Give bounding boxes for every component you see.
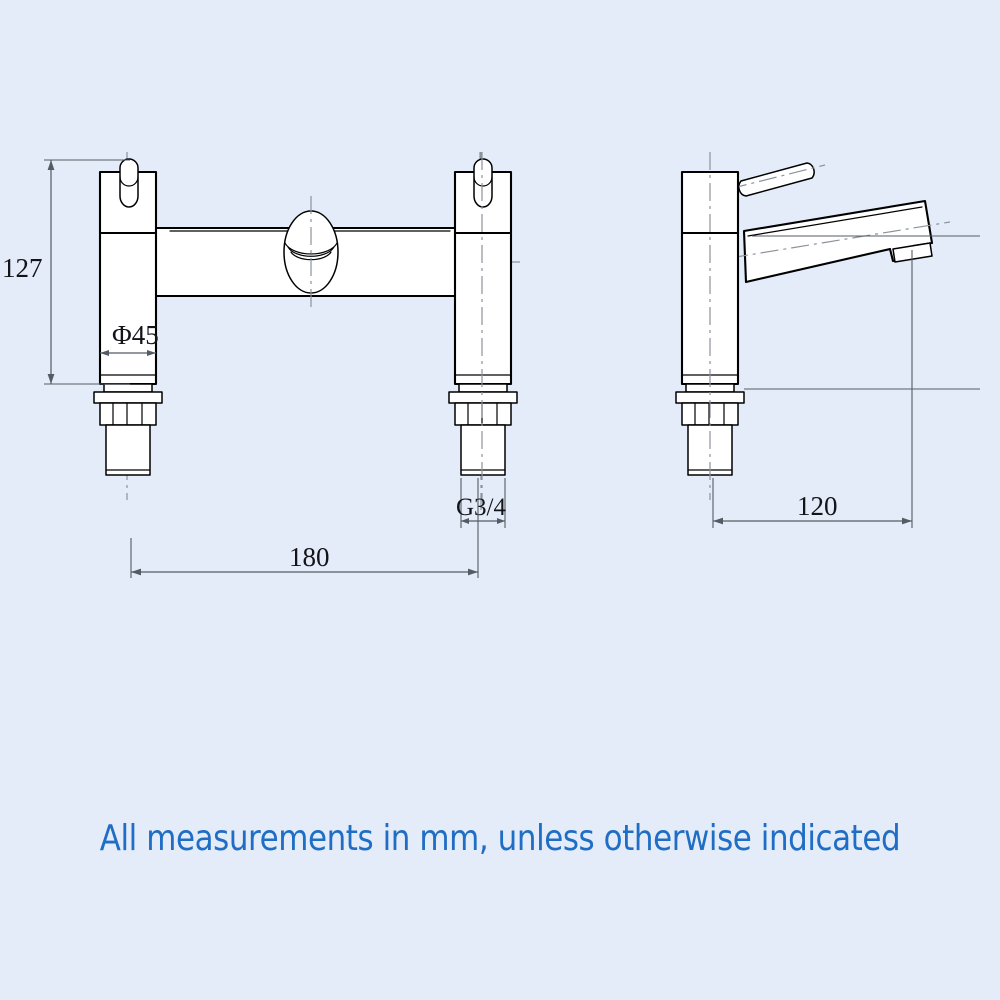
- height-dimension-group: 127: [2, 159, 130, 385]
- left-flange-washer: [93, 391, 163, 404]
- projection-arrow-right: [902, 517, 912, 525]
- side-elevation-view: 120: [675, 152, 980, 528]
- spread-dimension-group: 180: [130, 478, 479, 578]
- right-flange-washer: [448, 391, 518, 404]
- right-lock-nut: [454, 402, 512, 426]
- left-handle-button-seam: [119, 176, 139, 187]
- front-elevation-view: 127 Φ45 G3/4: [2, 152, 520, 578]
- thread-arrow-right: [497, 518, 505, 524]
- height-arrow-top: [47, 160, 55, 170]
- left-lock-nut: [99, 402, 157, 426]
- right-threaded-tail: [460, 424, 506, 476]
- side-spout-top-edge: [747, 206, 923, 237]
- left-threaded-tail: [105, 424, 151, 476]
- spread-label: 180: [289, 542, 330, 572]
- thread-arrow-left: [461, 518, 469, 524]
- aerator-mid-ring: [287, 246, 335, 257]
- projection-arrow-left: [713, 517, 723, 525]
- body-diameter-dimension-group: Φ45: [100, 320, 159, 356]
- diameter-arrow-left: [100, 350, 109, 356]
- body-diameter-label: Φ45: [112, 320, 159, 350]
- thread-dimension-group: G3/4: [456, 478, 507, 528]
- side-lever-handle: [738, 162, 815, 197]
- side-spout-axis: [729, 221, 951, 259]
- right-shank-collar: [458, 383, 508, 393]
- projection-dimension-group: 120: [712, 250, 913, 528]
- right-handle-button-seam: [473, 176, 493, 187]
- diameter-arrow-right: [147, 350, 156, 356]
- side-spout-arm: [742, 199, 934, 284]
- height-dimension-label: 127: [2, 253, 43, 283]
- spread-arrow-left: [131, 568, 141, 576]
- projection-label: 120: [797, 491, 838, 521]
- right-handle-button: [473, 158, 493, 208]
- side-lever-axis: [728, 164, 826, 190]
- thread-size-label: G3/4: [456, 494, 507, 521]
- measurement-units-caption: All measurements in mm, unless otherwise…: [99, 818, 901, 859]
- left-shank-collar: [103, 383, 153, 393]
- spread-arrow-right: [468, 568, 478, 576]
- height-arrow-bottom: [47, 374, 55, 384]
